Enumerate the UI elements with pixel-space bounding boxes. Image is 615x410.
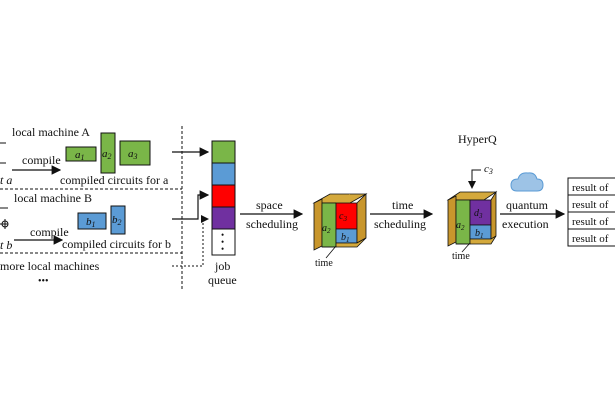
stack1-c3-label: c3: [339, 211, 347, 223]
time-scheduling-line1: time: [392, 198, 413, 212]
block-b1-label: b1: [86, 216, 96, 229]
queue-dots-3: •: [221, 244, 224, 254]
job-queue: • • •: [211, 140, 236, 256]
compiled-block-a2: a2: [100, 132, 116, 174]
results-table: result of result of result of result of: [567, 177, 615, 247]
space-scheduling-line1: space: [256, 198, 283, 212]
block-a1-label: a1: [75, 149, 85, 162]
space-scheduling-line2: scheduling: [246, 217, 298, 231]
circuit-a-label: t a: [0, 173, 12, 187]
queue-slot-1: [211, 140, 236, 164]
arrow-b-to-queue: [172, 190, 210, 220]
queue-dots: •: [221, 230, 224, 240]
stack2-d3-label: d3: [474, 208, 483, 220]
c3-insert-arrow: [468, 169, 481, 189]
circuit-b-label: t b: [0, 238, 12, 252]
compiled-circuits-b-label: compiled circuits for b: [62, 237, 171, 251]
queue-label-line2: queue: [208, 273, 237, 287]
queue-slot-5: [211, 228, 236, 256]
stack2-time-label: time: [452, 251, 470, 262]
quantum-execution-line1: quantum: [506, 198, 549, 212]
result-row-4: [567, 228, 615, 247]
compiled-block-b2: b2: [110, 205, 126, 235]
queue-slot-4: [211, 206, 236, 230]
stack-after-time-scheduling: a2 d3 b1: [446, 190, 498, 247]
arrow-more-to-queue: [172, 215, 209, 267]
compiled-block-a1: a1: [65, 146, 97, 162]
result-text-2: result of: [572, 199, 609, 211]
block-a3-label: a3: [128, 148, 138, 161]
stack-after-space-scheduling: a2 c3 b1: [312, 193, 368, 251]
queue-label-line1: job: [214, 259, 230, 273]
result-text-1: result of: [572, 182, 609, 194]
stack1-a2-label: a2: [322, 223, 331, 235]
queue-dots-2: •: [221, 237, 224, 247]
block-a2-label: a2: [102, 148, 112, 161]
compiled-circuits-a-label: compiled circuits for a: [60, 173, 169, 187]
result-text-4: result of: [572, 233, 609, 245]
compiled-block-b1: b1: [77, 212, 107, 230]
stack1-b1-label: b1: [341, 232, 350, 244]
stack2-a2-label: a2: [456, 220, 465, 232]
block-b2-label: b2: [112, 214, 122, 227]
local-machine-b-title: local machine B: [14, 191, 92, 205]
cloud-icon: [510, 172, 544, 192]
result-text-3: result of: [572, 216, 609, 228]
stack2-time-pointer: [461, 242, 471, 253]
stack2-b1-label: b1: [475, 228, 484, 240]
compiled-block-a3: a3: [119, 140, 151, 166]
hyperq-c3-label: c3: [484, 163, 493, 176]
stack1-time-label: time: [315, 258, 333, 269]
queue-slot-3: [211, 184, 236, 208]
compile-a-label: compile: [22, 153, 61, 167]
hyperq-title: HyperQ: [458, 132, 497, 146]
stack1-time-pointer: [325, 245, 337, 259]
quantum-execution-line2: execution: [502, 217, 549, 231]
more-machines-ellipsis: •••: [38, 276, 49, 287]
time-scheduling-line2: scheduling: [374, 217, 426, 231]
more-machines-label: more local machines: [0, 259, 100, 273]
local-machine-a-title: local machine A: [12, 125, 90, 139]
queue-slot-2: [211, 162, 236, 186]
